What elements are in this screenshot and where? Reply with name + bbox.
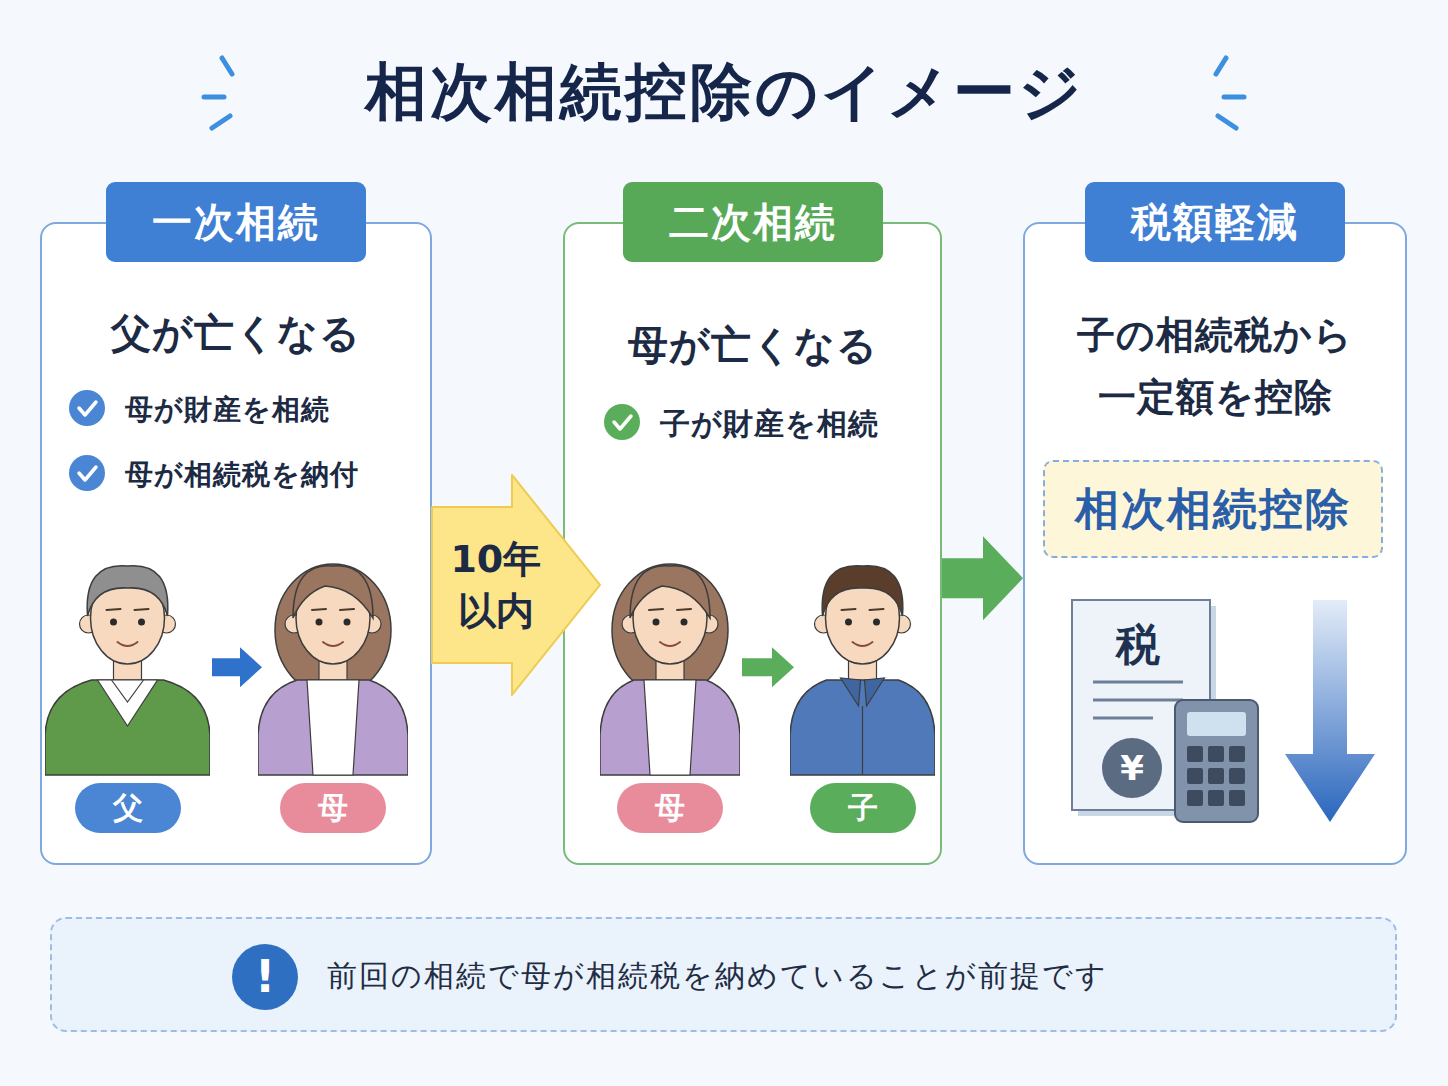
person-figure: 母 (600, 530, 740, 835)
label-slot: ¥ (1092, 738, 1172, 798)
deduction-name: 相次相続控除 (1075, 480, 1351, 539)
stage-panel: 税額軽減子の相続税から 一定額を控除相次相続控除税 ¥ (1023, 182, 1407, 865)
text-slot: 一次相続 (40, 182, 432, 262)
check-icon (69, 390, 105, 426)
check-icon (604, 404, 640, 440)
alert-mark: ! (255, 955, 275, 999)
text-slot: 前回の相続で母が相続税を納めていることが前提です (327, 919, 1374, 1034)
diagram-title: 相次相続控除のイメージ (365, 52, 1084, 132)
stage-heading: 子の相続税から 一定額を控除 (1033, 304, 1397, 428)
flow-arrow (942, 536, 1023, 620)
text-slot: 子が財産を相続 (660, 403, 930, 444)
text-slot: 母 (258, 783, 408, 833)
note-text: 前回の相続で母が相続税を納めていることが前提です (327, 956, 1108, 997)
note-box: 前回の相続で母が相続税を納めていることが前提です! (50, 917, 1397, 1032)
text-slot: 二次相続 (563, 182, 942, 262)
stage-heading: 父が亡くなる (40, 306, 432, 360)
calculator (1175, 700, 1258, 822)
check-item: 子が財産を相続 (660, 403, 930, 444)
flow-arrow (212, 647, 262, 687)
text-slot: 母が財産を相続 (125, 391, 425, 429)
person-figure: 母 (258, 530, 408, 835)
label-slot: 税 (1098, 615, 1178, 675)
stage-tab: 一次相続 (106, 182, 366, 262)
text-slot: 税額軽減 (1023, 182, 1407, 262)
role-pill: 子 (810, 783, 916, 833)
check-item: 母が財産を相続 (125, 391, 425, 429)
stage-panel: 二次相続母が亡くなる子が財産を相続母 子 (563, 182, 942, 865)
yen-symbol: ¥ (1120, 751, 1144, 785)
edge-label-slot: 10年 以内 (441, 529, 551, 641)
person-illustration (258, 530, 408, 780)
person-illustration (790, 530, 935, 780)
text-slot: 父が亡くなる (40, 306, 432, 360)
text-slot: 母が相続税を納付 (125, 456, 425, 494)
person-illustration (45, 530, 210, 780)
text-slot: 相次相続控除 (1045, 462, 1381, 556)
label-slot: ! (225, 947, 305, 1007)
check-icon (69, 455, 105, 491)
yen-coin (1102, 738, 1162, 798)
role-pill: 父 (75, 783, 181, 833)
decrease-arrow (1285, 600, 1375, 822)
flow-arrow (432, 475, 600, 695)
deduction-box: 相次相続控除 (1043, 460, 1383, 558)
text-slot: 母 (600, 783, 740, 833)
text-slot: 子 (790, 783, 935, 833)
flow-arrow (742, 647, 794, 687)
role-pill: 母 (617, 783, 723, 833)
stage-tab: 税額軽減 (1085, 182, 1345, 262)
check-item: 母が相続税を納付 (125, 456, 425, 494)
text-slot: 父 (45, 783, 210, 833)
text-slot: 母が亡くなる (563, 318, 942, 372)
title-wrap: 相次相続控除のイメージ (0, 52, 1448, 132)
stage-panel: 一次相続父が亡くなる母が財産を相続母が相続税を納付父 母 (40, 182, 432, 865)
stage-tab: 二次相続 (623, 182, 883, 262)
person-figure: 父 (45, 530, 210, 835)
stage-heading: 母が亡くなる (563, 318, 942, 372)
text-slot: 子の相続税から 一定額を控除 (1033, 304, 1397, 428)
person-figure: 子 (790, 530, 935, 835)
role-pill: 母 (280, 783, 386, 833)
tax-document-glyph: 税 (1116, 623, 1160, 667)
person-illustration (600, 530, 740, 780)
period-label: 10年 以内 (446, 533, 546, 637)
